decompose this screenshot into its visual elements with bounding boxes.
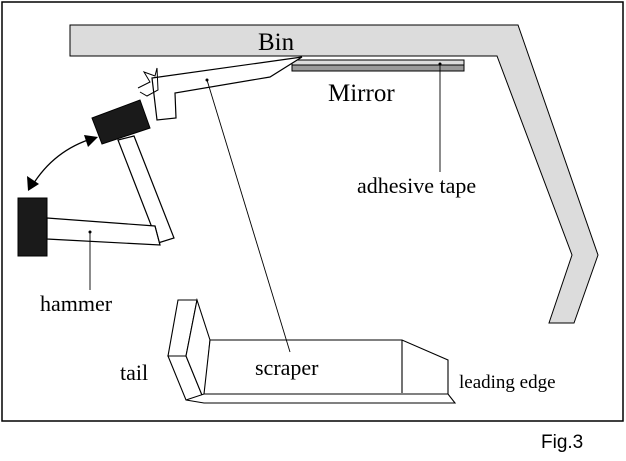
leader-scraper (206, 79, 291, 353)
leader-hammer-dot (88, 230, 92, 234)
label-leading-edge: leading edge (459, 372, 556, 393)
leader-scraper-dot (205, 78, 209, 82)
hammer-handle-upper (117, 135, 175, 244)
swing-arrow-head-upper (84, 135, 98, 147)
label-mirror: Mirror (328, 80, 395, 107)
bin-shelf (69, 24, 599, 324)
scraper-arm (151, 56, 303, 121)
label-scraper: scraper (255, 355, 319, 380)
figure-caption: Fig.3 (541, 432, 583, 453)
impact-spark (137, 67, 159, 97)
label-tail: tail (120, 360, 148, 385)
hammer-head-upper (91, 99, 151, 145)
hammer-pivot (154, 225, 161, 246)
scraper-top-face (203, 339, 449, 395)
hammer-head-lower (17, 197, 48, 257)
scraper-base (185, 393, 457, 404)
leader-tape-dot (438, 62, 442, 66)
mirror-strip (291, 59, 465, 66)
adhesive-tape-strip (291, 64, 465, 72)
swing-arrow-head-lower (27, 176, 39, 191)
label-hammer: hammer (40, 291, 113, 316)
label-bin: Bin (258, 29, 295, 56)
label-adhesive-tape: adhesive tape (357, 173, 476, 198)
